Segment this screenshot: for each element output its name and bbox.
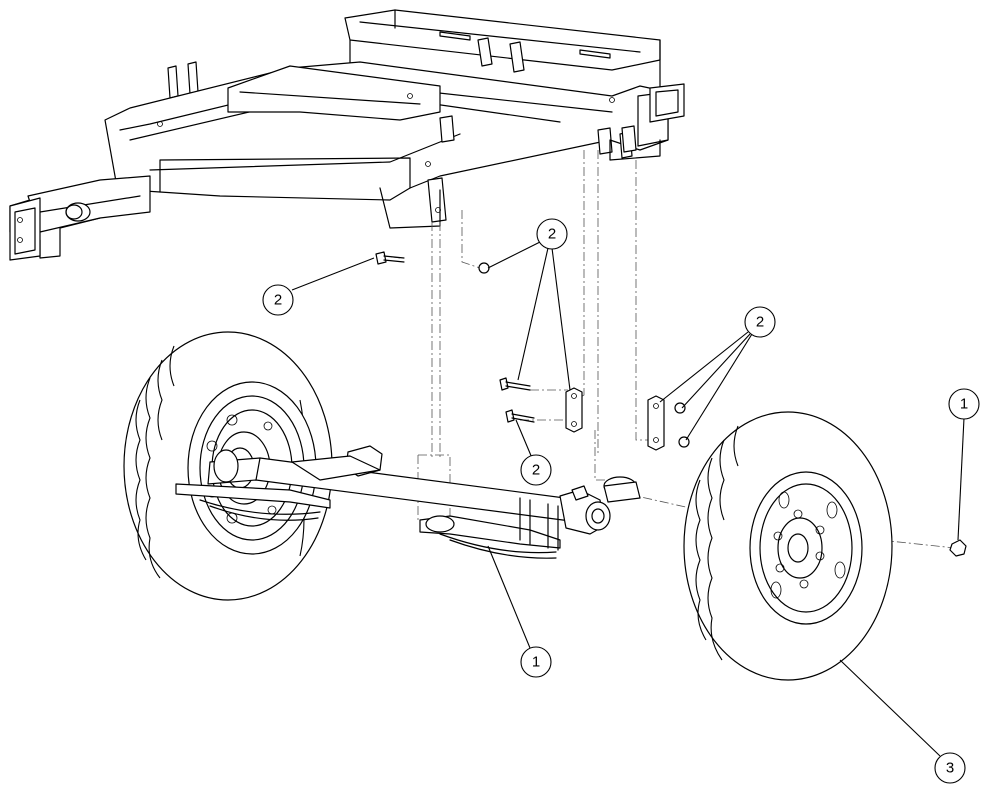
leader-lines [291,241,965,757]
trailer-frame [9,9,685,261]
callout-2-bolt-left: 2 [262,284,294,316]
callout-2-bolts-lower: 2 [520,454,552,486]
callout-1-nut: 1 [948,388,980,420]
callout-label: 1 [960,396,968,413]
axle-assembly [175,445,641,559]
callout-label: 2 [756,314,764,331]
callout-label: 2 [548,226,556,243]
callout-label: 2 [532,462,540,479]
right-wheel [683,411,893,681]
callout-2-hangers: 2 [536,218,568,250]
callout-label: 2 [274,292,282,309]
callout-2-shackle-right: 2 [744,306,776,338]
callout-3-wheel: 3 [934,752,966,784]
callout-label: 3 [946,760,954,777]
callout-1-axle: 1 [520,646,552,678]
callout-label: 1 [532,654,540,671]
